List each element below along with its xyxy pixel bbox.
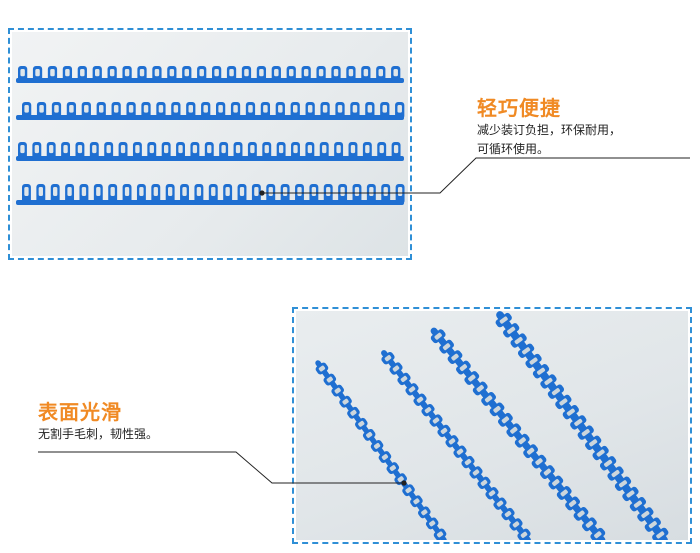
top-photo-frame [8, 28, 412, 260]
feature-title-lightweight: 轻巧便捷 [477, 96, 561, 120]
description-line: 可循环使用。 [477, 142, 550, 156]
feature-description-lightweight: 减少装订负担，环保耐用， 可循环使用。 [477, 121, 692, 159]
diagonal-binding-combs-photo [296, 311, 688, 540]
binding-comb [16, 102, 405, 120]
binding-comb [381, 350, 531, 540]
binding-comb [430, 327, 606, 540]
bottom-photo-frame [292, 307, 692, 544]
binding-comb [315, 360, 447, 540]
binding-comb [495, 311, 669, 540]
binding-comb [16, 184, 405, 205]
description-line: 减少装订负担，环保耐用， [477, 123, 622, 137]
binding-comb [16, 66, 404, 83]
binding-comb [16, 142, 404, 161]
feature-title-smooth-surface: 表面光滑 [38, 400, 122, 424]
feature-description-smooth-surface: 无割手毛刺，韧性强。 [38, 427, 159, 441]
horizontal-binding-combs-photo [12, 32, 408, 256]
